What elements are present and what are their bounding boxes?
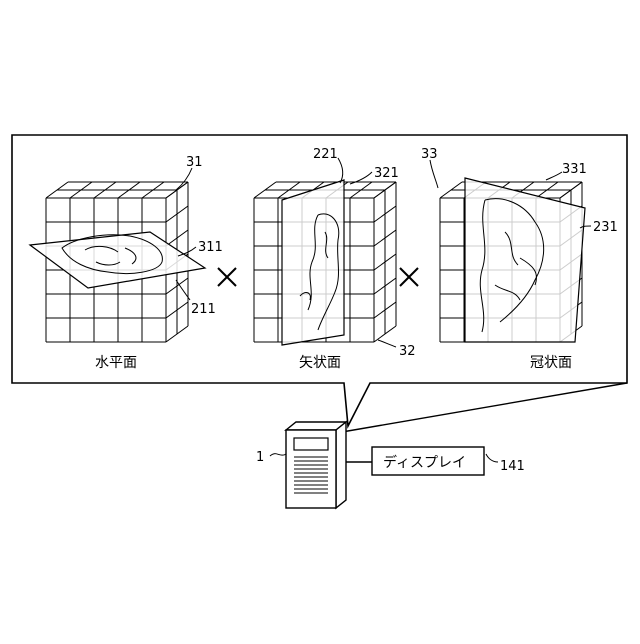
label-33: 33 [421,147,438,162]
operator-1 [218,268,236,286]
display-label: ディスプレイ [383,454,466,471]
computer-icon [286,422,346,508]
plane-name-sagittal: 矢状面 [299,355,341,371]
operator-2 [400,268,418,286]
label-31: 31 [186,155,203,170]
label-1: 1 [256,450,264,465]
label-331: 331 [562,162,587,177]
sagittal-slice-plane [282,180,344,345]
label-141: 141 [500,459,525,474]
label-311: 311 [198,240,223,255]
plane-name-axial: 水平面 [95,355,137,371]
callout-connector [342,383,627,432]
plane-name-coronal: 冠状面 [530,355,572,371]
label-32: 32 [399,344,416,359]
axial-slice-plane [30,232,205,288]
coronal-slice-plane [465,178,585,342]
label-211: 211 [191,302,216,317]
label-321: 321 [374,166,399,181]
label-231: 231 [593,220,618,235]
label-221: 221 [313,147,338,162]
